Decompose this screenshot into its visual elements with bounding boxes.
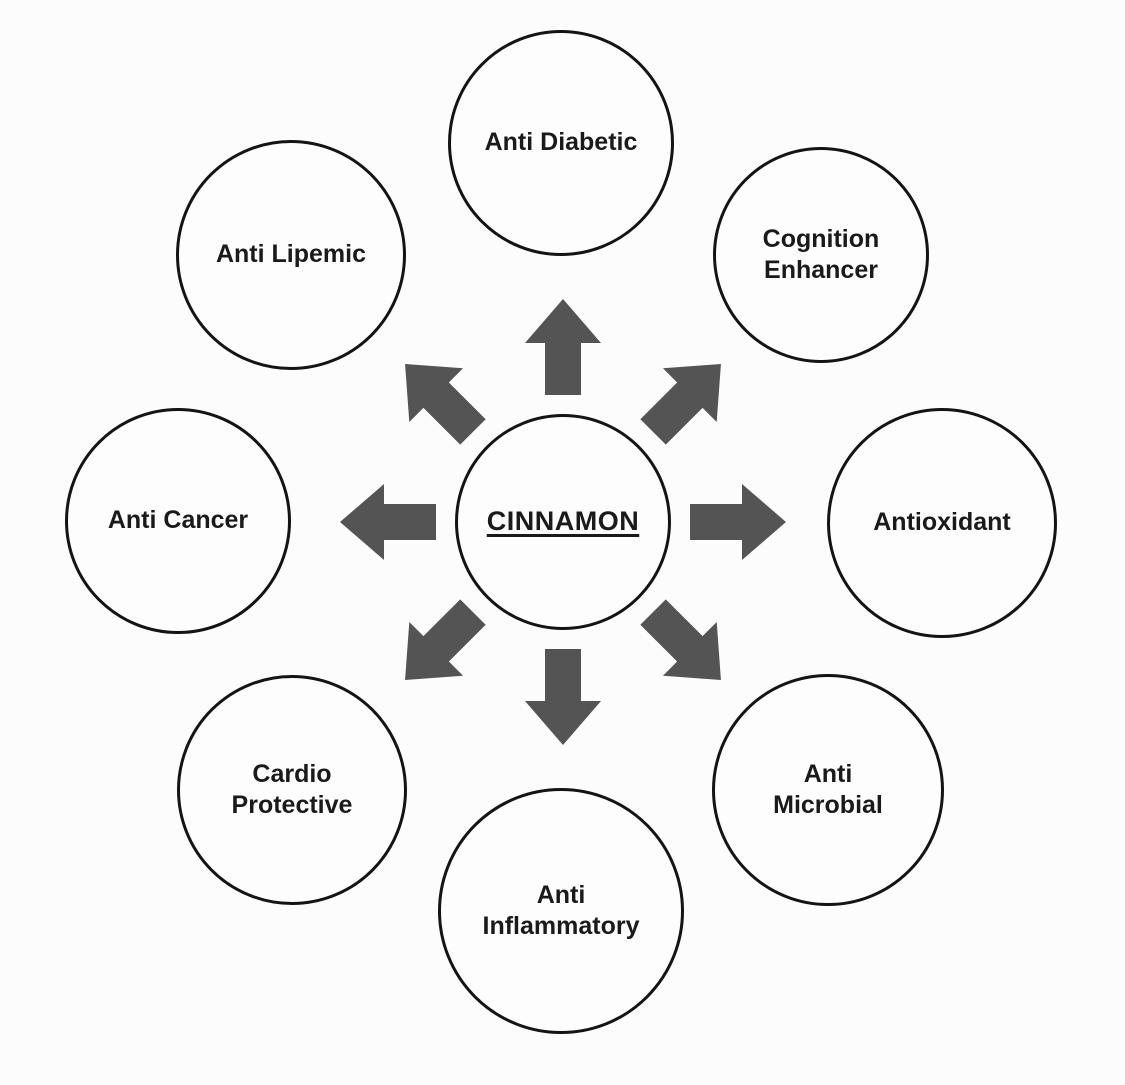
node-cinnamon: CINNAMON [455, 414, 671, 630]
arrow-down-left-icon [378, 585, 500, 707]
anti-lipemic-label: Anti Lipemic [215, 240, 366, 269]
node-anti-cancer: Anti Cancer [65, 408, 291, 634]
antioxidant-label: Antioxidant [873, 508, 1011, 537]
node-anti-lipemic: Anti Lipemic [176, 140, 406, 370]
arrow-up-left-icon [378, 337, 500, 459]
arrow-down-right-icon [626, 585, 748, 707]
arrow-left-icon [340, 484, 436, 560]
node-cardio-protective: Cardio Protective [177, 675, 407, 905]
cardio-protective-label: Cardio Protective [231, 759, 353, 819]
anti-microbial-label: Anti Microbial [773, 759, 883, 819]
cognition-enhancer-label: Cognition Enhancer [762, 224, 880, 284]
node-anti-inflammatory: Anti Inflammatory [438, 788, 684, 1034]
anti-inflammatory-label: Anti Inflammatory [482, 880, 640, 940]
anti-diabetic-label: Anti Diabetic [484, 128, 638, 157]
node-anti-microbial: Anti Microbial [712, 674, 944, 906]
cinnamon-label: CINNAMON [486, 506, 640, 537]
arrow-right-icon [690, 484, 786, 560]
node-cognition-enhancer: Cognition Enhancer [713, 147, 929, 363]
arrow-up-icon [525, 299, 601, 395]
anti-cancer-label: Anti Cancer [107, 506, 249, 535]
node-anti-diabetic: Anti Diabetic [448, 30, 674, 256]
node-antioxidant: Antioxidant [827, 408, 1057, 638]
arrow-down-icon [525, 649, 601, 745]
arrow-up-right-icon [626, 337, 748, 459]
